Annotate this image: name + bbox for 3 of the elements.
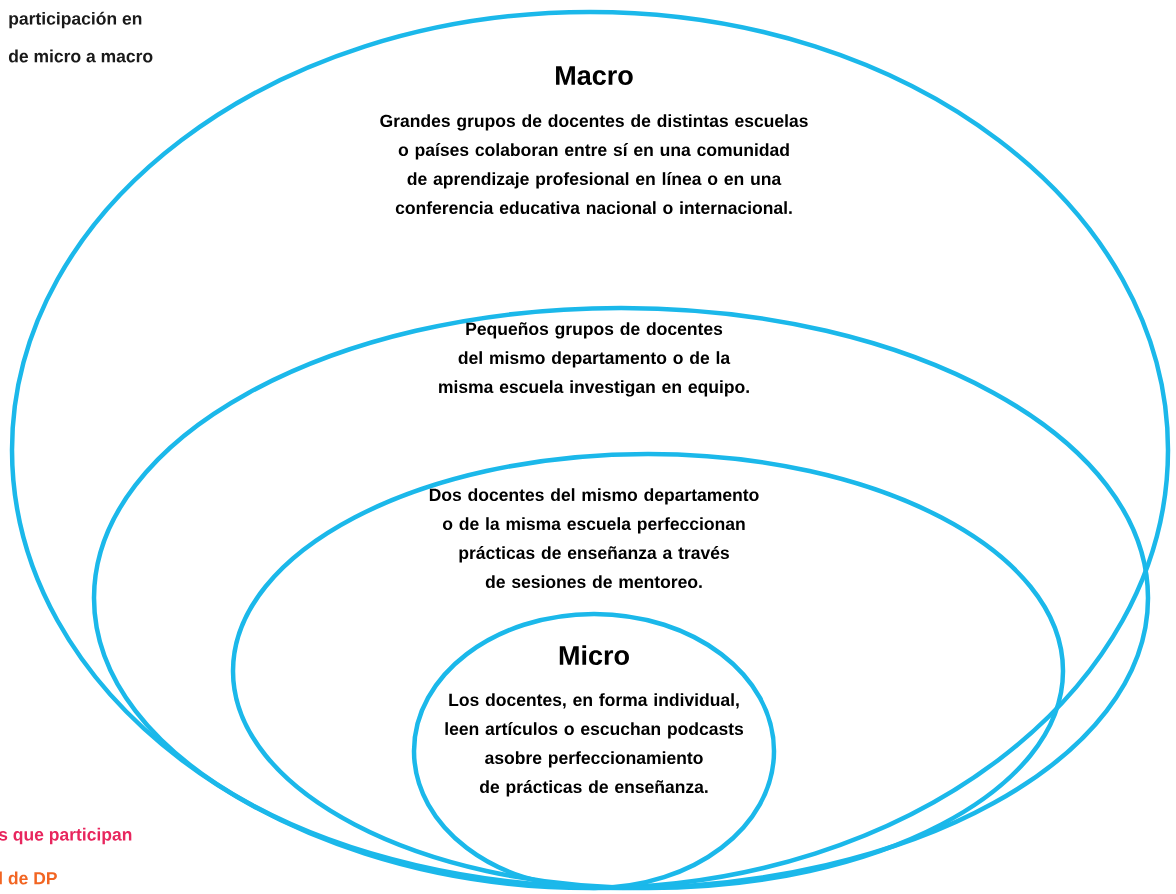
note-text: de micro a macro <box>8 49 153 63</box>
note-text: l de DP <box>0 871 57 885</box>
note-text: participación en <box>9 11 142 29</box>
